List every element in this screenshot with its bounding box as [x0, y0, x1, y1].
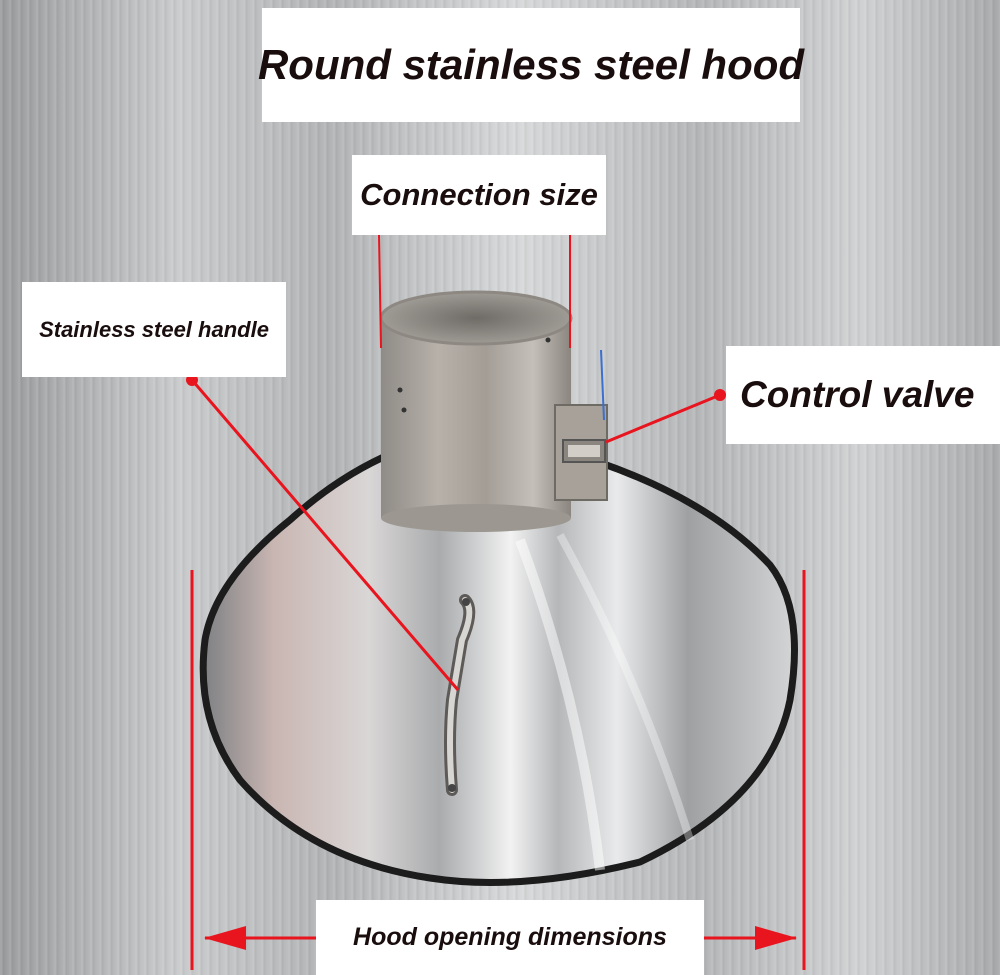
connection-size-label: Connection size — [352, 155, 606, 235]
connection-size-left-line — [378, 234, 382, 349]
handle-pointer-line — [190, 379, 460, 691]
control-valve-label: Control valve — [726, 346, 1000, 444]
hood-opening-dimensions-label: Hood opening dimensions — [316, 900, 704, 975]
hood-cone — [199, 436, 798, 886]
hood-rim — [199, 436, 798, 886]
handle-label: Stainless steel handle — [22, 282, 286, 377]
stainless-handle — [444, 594, 476, 796]
connection-collar — [379, 290, 573, 532]
left-arrowhead-icon — [204, 926, 246, 950]
annotations — [186, 234, 806, 970]
right-arrowhead-icon — [755, 926, 797, 950]
title-label: Round stainless steel hood — [258, 8, 804, 122]
control-valve — [554, 349, 608, 501]
valve-pointer-line — [605, 393, 721, 444]
